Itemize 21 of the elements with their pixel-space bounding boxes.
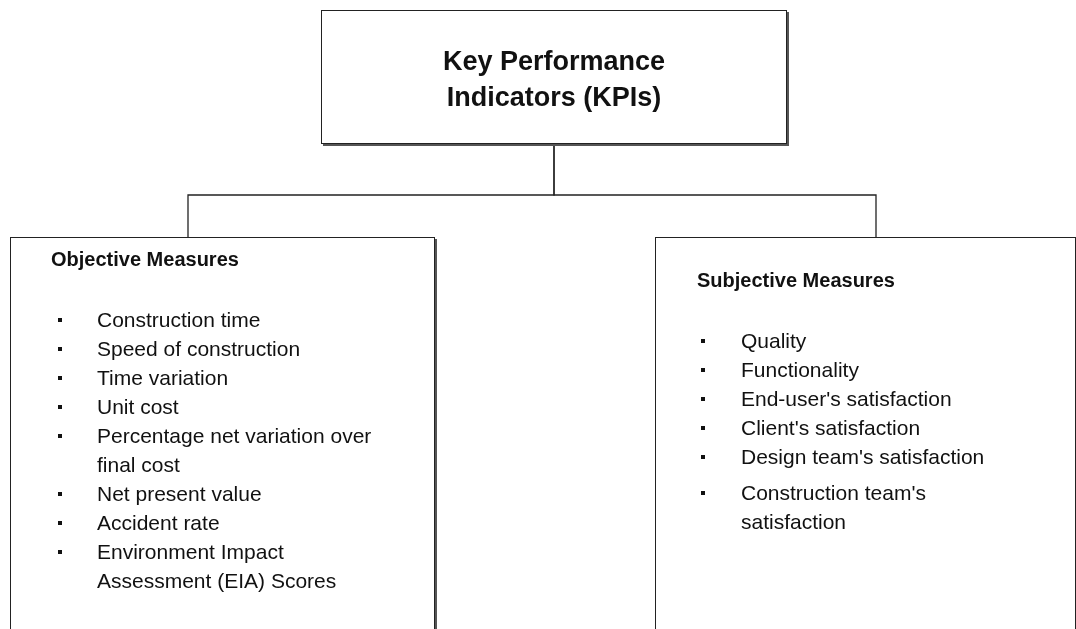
list-item: End-user's satisfaction (741, 386, 953, 412)
list-item: Client's satisfaction (741, 415, 922, 441)
list-item: Net present value (97, 481, 263, 507)
list-item: Unit cost (97, 394, 180, 420)
list-item: Functionality (741, 357, 860, 383)
list-item: Speed of construction (97, 336, 302, 362)
list-item: Time variation (97, 365, 230, 391)
list-item: Construction team's satisfaction (741, 480, 927, 535)
connector-line (553, 143, 877, 238)
list-item: Quality (741, 328, 808, 354)
list-item: Percentage net variation over final cost (97, 423, 373, 478)
list-heading: Subjective Measures (697, 269, 895, 292)
list-box (10, 237, 435, 629)
box-title: Key Performance Indicators (KPIs) (441, 45, 667, 114)
list-item: Accident rate (97, 510, 221, 536)
list-box (655, 237, 1076, 629)
title-box (321, 10, 787, 144)
list-heading: Objective Measures (51, 248, 239, 271)
list-item: Construction time (97, 307, 262, 333)
list-item: Environment Impact Assessment (EIA) Scores (97, 539, 338, 594)
list-item: Design team's satisfaction (741, 444, 986, 470)
